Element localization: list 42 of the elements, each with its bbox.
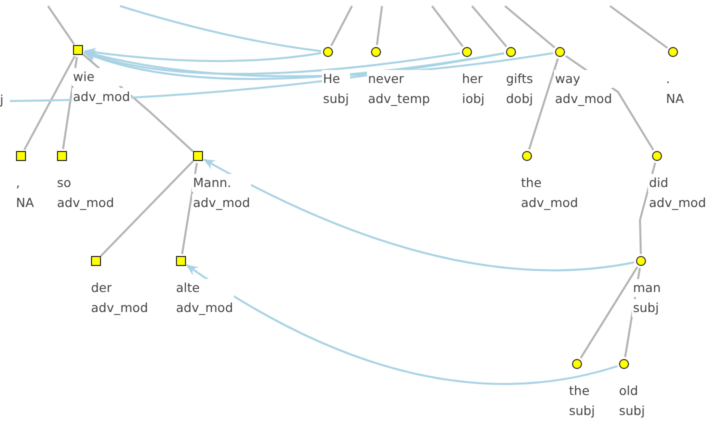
- tree-edge: [639, 162, 656, 254]
- alignment-arrow: [84, 47, 322, 62]
- alignment-arrow: [203, 158, 634, 272]
- circle-node-marker: [506, 47, 516, 57]
- alignment-arrow: [186, 264, 618, 385]
- tree-edge: [47, 5, 75, 45]
- alignment-arrow: [84, 50, 554, 78]
- tree-edge: [376, 6, 383, 46]
- word-label: way: [554, 70, 614, 88]
- circle-node-marker: [572, 359, 582, 369]
- square-node-marker: [57, 151, 67, 161]
- circle-node-marker: [555, 47, 565, 57]
- alignment-arrow: [84, 51, 460, 75]
- square-node-marker: [91, 256, 101, 266]
- tree-edge: [528, 58, 559, 150]
- tree-edge: [580, 266, 638, 359]
- tree-edge: [330, 6, 353, 46]
- square-node-marker: [176, 256, 186, 266]
- tree-edge: [431, 5, 464, 48]
- circle-node-marker: [323, 47, 333, 57]
- word-label: wie: [72, 68, 132, 86]
- square-node-marker: [193, 151, 203, 161]
- square-node-marker: [73, 45, 83, 55]
- word-label: alte: [175, 279, 234, 297]
- circle-node-marker: [652, 151, 662, 161]
- circle-node-marker: [522, 151, 532, 161]
- word-label: man: [632, 279, 662, 297]
- tree-edge: [504, 5, 556, 48]
- circle-node-marker: [371, 47, 381, 57]
- circle-node-marker: [636, 256, 646, 266]
- relation-label: adv_mod: [192, 194, 252, 212]
- circle-node-marker: [668, 47, 678, 57]
- tree-edge: [23, 56, 76, 150]
- square-node-marker: [16, 151, 26, 161]
- relation-label: adv_mod: [72, 88, 132, 106]
- alignment-arrow: [84, 52, 504, 80]
- word-label: Mann.: [192, 174, 252, 192]
- tree-edge: [609, 5, 668, 49]
- tree-edge: [471, 5, 508, 48]
- circle-node-marker: [462, 47, 472, 57]
- circle-node-marker: [619, 359, 629, 369]
- tree-edge: [100, 160, 194, 257]
